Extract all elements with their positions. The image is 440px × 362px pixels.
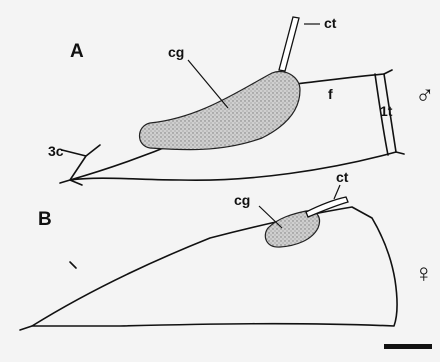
panel-b-left-segment-outline — [20, 262, 76, 330]
panel-b-female-symbol: ♀ — [414, 258, 434, 288]
panel-b-label: B — [38, 209, 52, 230]
panel-a-gland — [140, 72, 301, 150]
panel-a-cg-label: cg — [168, 44, 184, 60]
panel-a-ct-label: ct — [324, 15, 337, 31]
panel-b-gland-duct — [306, 197, 348, 217]
scale-bar — [384, 344, 432, 349]
panel-b-ct-leader — [334, 185, 340, 199]
panel-b-body-outline — [32, 207, 397, 326]
panel-a-cg-leader — [188, 60, 228, 108]
panel-a-label: A — [70, 41, 84, 62]
panel-b: B cg ct ♀ — [20, 169, 434, 330]
panel-a: A cg ct f 1t 3c ♂ — [48, 15, 435, 185]
panel-b-gland — [265, 211, 319, 247]
panel-a-gland-duct — [279, 17, 299, 71]
panel-a-3c-label: 3c — [48, 143, 64, 159]
panel-a-1t-label: 1t — [380, 103, 393, 119]
panel-a-male-symbol: ♂ — [415, 80, 435, 110]
panel-b-ct-label: ct — [336, 169, 349, 185]
panel-b-cg-label: cg — [234, 192, 250, 208]
panel-a-f-label: f — [328, 86, 333, 102]
